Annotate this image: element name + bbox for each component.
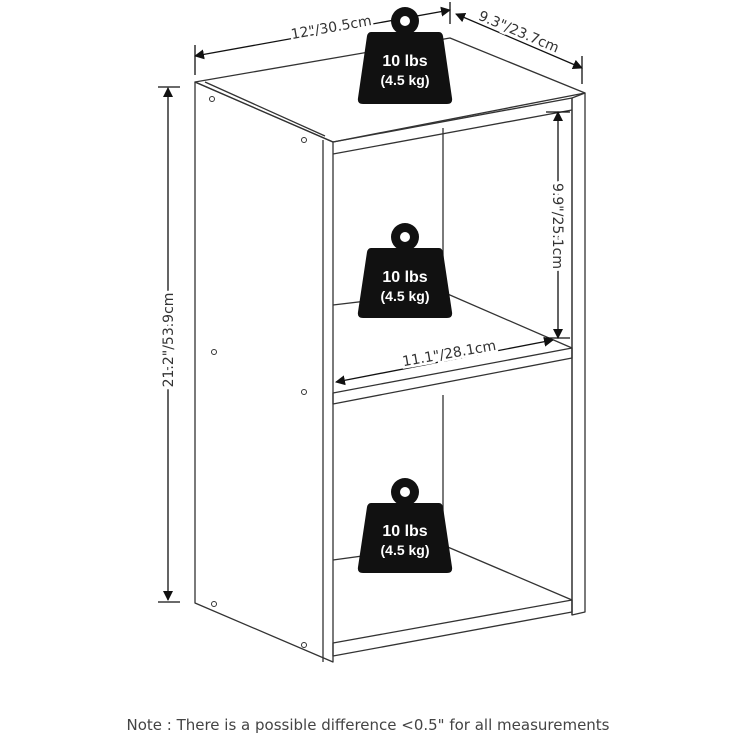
height-label: 21.2"/53.9cm <box>161 293 177 388</box>
weight-load-label: 10 lbs <box>382 53 427 70</box>
weight-icon: 10 lbs (4.5 kg) <box>357 478 453 573</box>
measurement-note: Note : There is a possible difference <0… <box>126 716 610 734</box>
left-side-panel <box>194 81 334 663</box>
depth-arrow <box>455 12 583 70</box>
weight-load-label: 10 lbs <box>382 269 427 286</box>
dimension-lines <box>158 2 583 603</box>
depth-label: 9.3"/23.7cm <box>476 8 561 56</box>
right-side-panel <box>571 92 586 616</box>
weight-load-metric: (4.5 kg) <box>380 288 429 304</box>
weight-icon: 10 lbs (4.5 kg) <box>357 7 453 104</box>
cube-width-arrow <box>335 336 554 386</box>
weight-load-metric: (4.5 kg) <box>380 72 429 88</box>
width-label: 12"/30.5cm <box>290 13 373 43</box>
cube-height-label: 9.9"/25.1cm <box>549 183 565 269</box>
screw-holes <box>209 96 307 648</box>
weight-load-metric: (4.5 kg) <box>380 542 429 558</box>
bottom-panel <box>332 599 573 657</box>
weight-icon: 10 lbs (4.5 kg) <box>357 223 453 318</box>
weight-load-label: 10 lbs <box>382 523 427 540</box>
